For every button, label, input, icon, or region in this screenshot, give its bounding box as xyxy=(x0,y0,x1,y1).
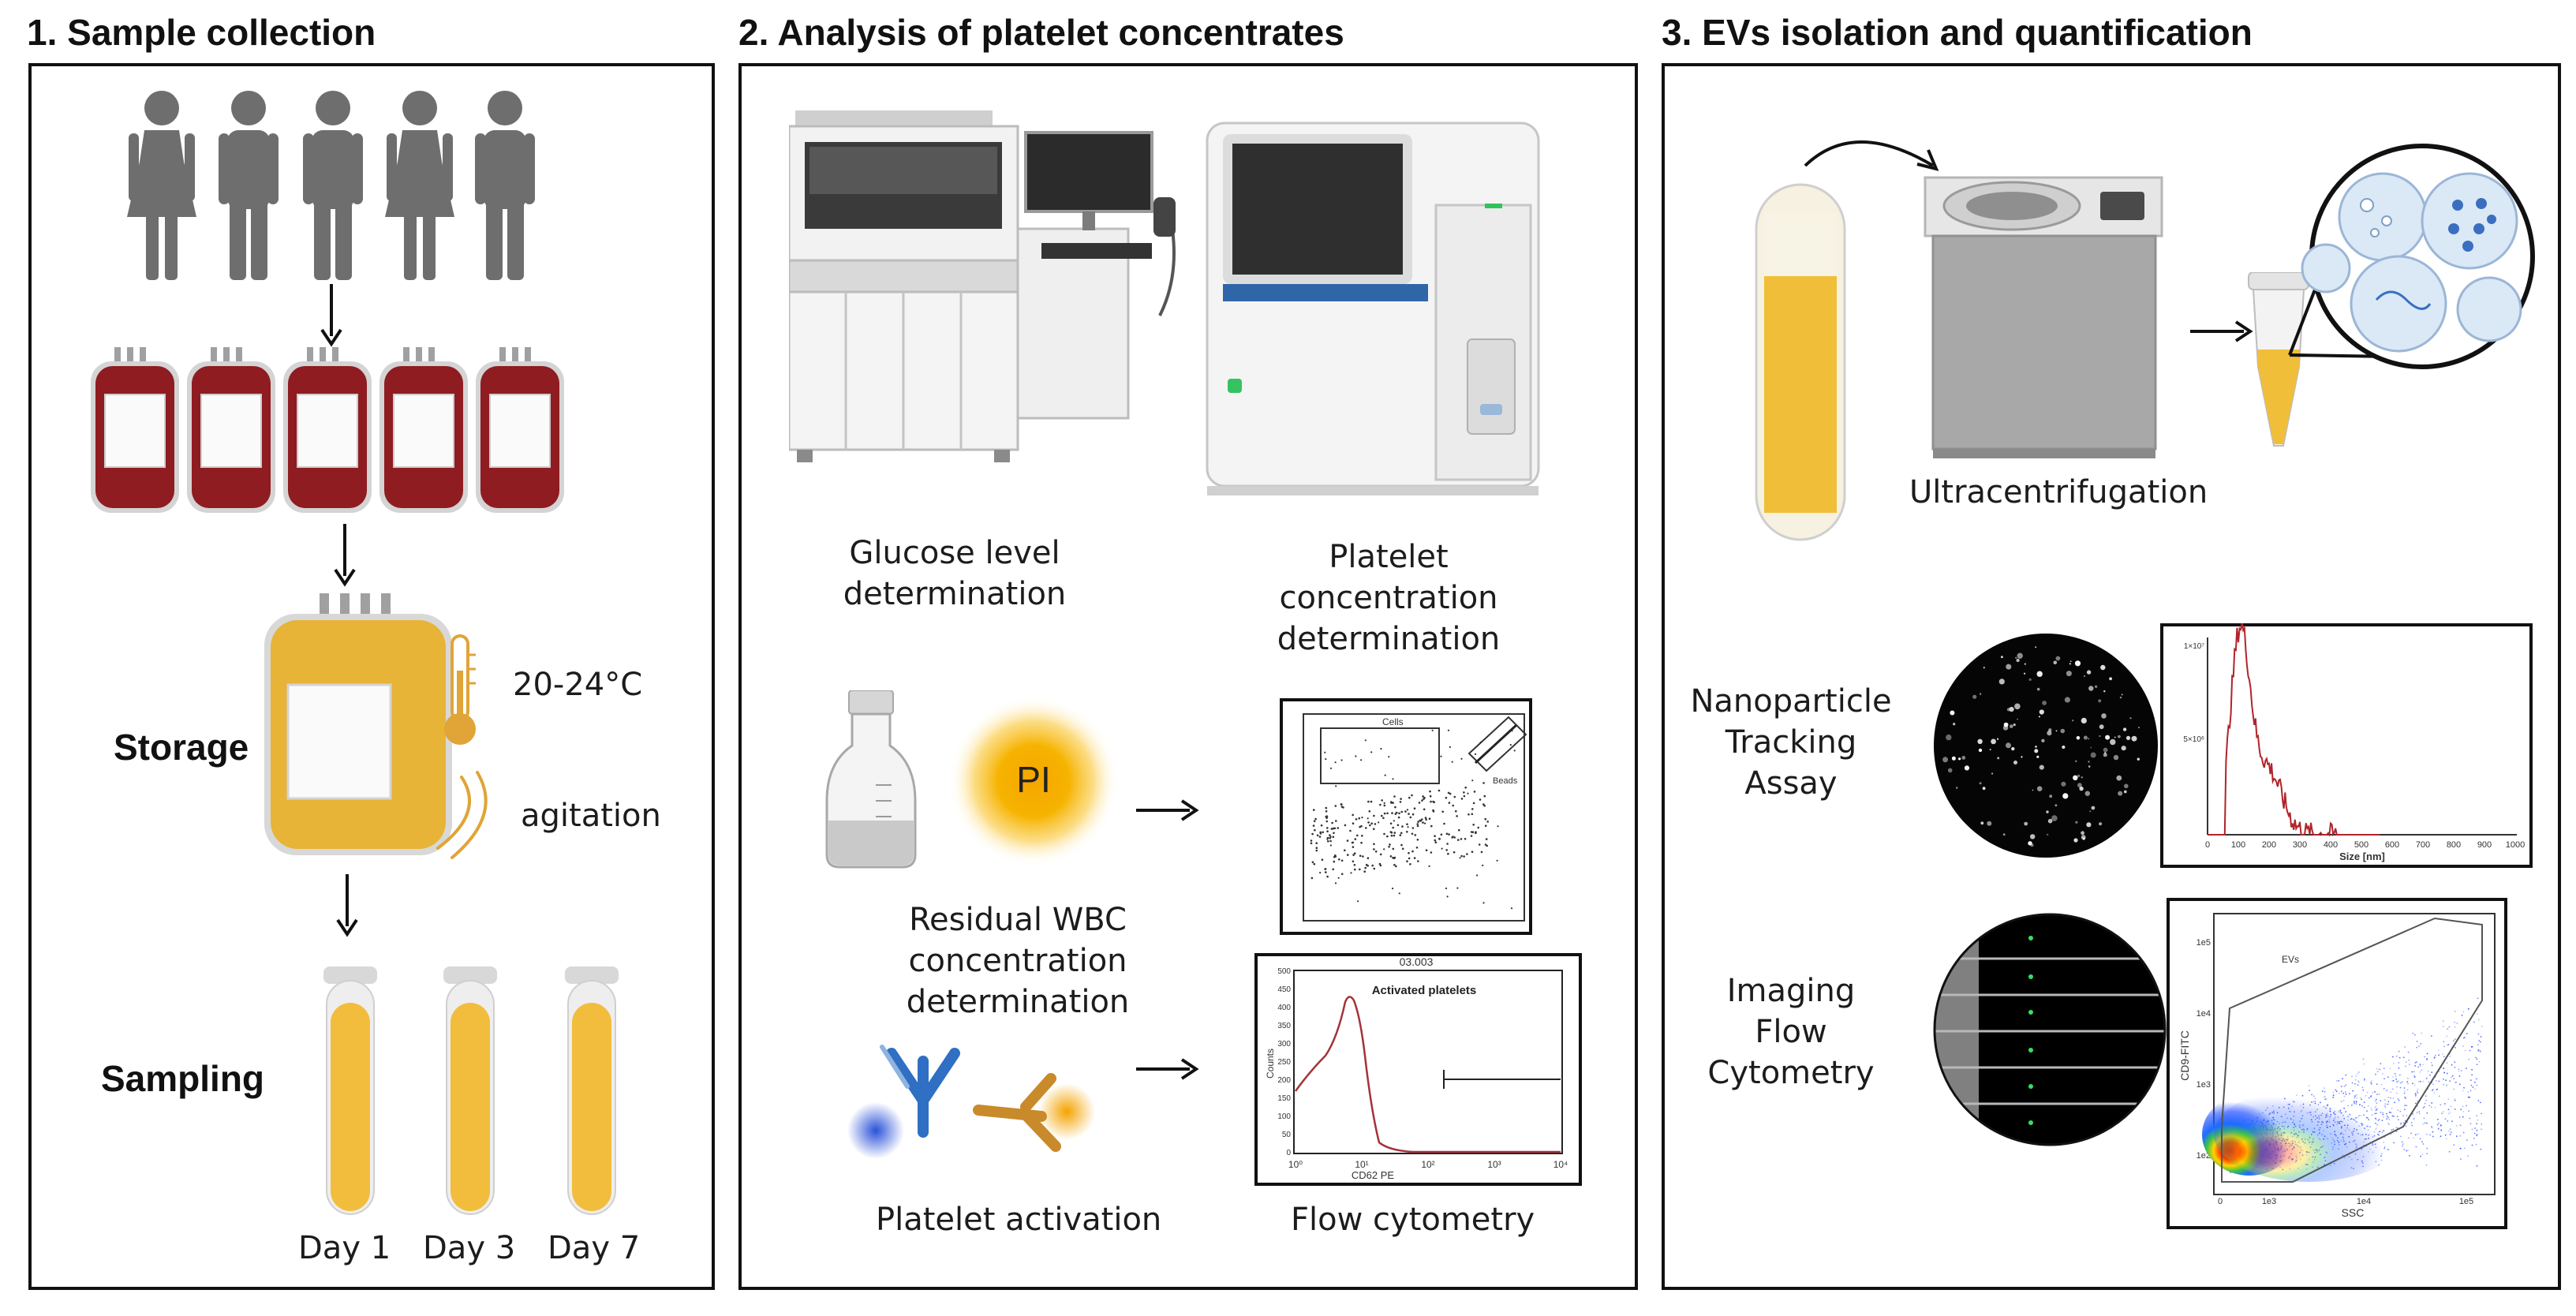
nta-xtick: 700 xyxy=(2416,840,2430,850)
histogram-xlabel: CD62 PE xyxy=(1352,1169,1395,1181)
eppendorf-tube-icon xyxy=(2248,272,2309,447)
ultracentrifugation-label: Ultracentrifugation xyxy=(1909,474,2208,510)
agitation-icon xyxy=(436,771,488,859)
histogram-ytick: 400 xyxy=(1277,1004,1291,1012)
panel-title-evs: 3. EVs isolation and quantification xyxy=(1662,12,2253,53)
histogram-xtick: 10² xyxy=(1421,1159,1434,1170)
ifc-ytick: 1e2 xyxy=(2197,1151,2211,1161)
histogram-ytick: 450 xyxy=(1277,985,1291,994)
pi-text: PI xyxy=(1016,759,1050,800)
antibodies-icon xyxy=(847,1045,1095,1159)
arrow-down-icon xyxy=(320,284,342,347)
platelet-activation-label: Platelet activation xyxy=(876,1202,1162,1238)
histogram-sample-id: 03.003 xyxy=(1400,955,1434,968)
arrow-right-icon xyxy=(1136,799,1199,821)
nta-xtick: 100 xyxy=(2231,840,2245,850)
culture-flask-icon xyxy=(825,690,917,869)
activation-histogram: 03.003 Activated platelets Counts CD62 P… xyxy=(1254,953,1582,1186)
ifc-xtick: 1e3 xyxy=(2262,1197,2276,1206)
ifc-ytick: 1e5 xyxy=(2197,938,2211,948)
ifc-xtick: 1e5 xyxy=(2459,1197,2473,1206)
histogram-ytick: 50 xyxy=(1282,1131,1292,1139)
thermometer-icon xyxy=(444,634,476,745)
panel-title-analysis: 2. Analysis of platelet concentrates xyxy=(738,12,1344,53)
sample-tubes-icon xyxy=(323,966,619,1215)
ifc-xlabel: SSC xyxy=(2342,1206,2365,1219)
day-1-label: Day 1 xyxy=(298,1230,391,1266)
nta-size-distribution-chart: 0 100 200 300 400 500 600 700 800 900 1000 1×10⁷ 5×… xyxy=(2160,623,2533,868)
donors-icon xyxy=(127,91,535,280)
nta-xtick: 600 xyxy=(2385,840,2399,850)
histogram-ytick: 150 xyxy=(1277,1094,1291,1103)
ev-zoom-icon xyxy=(2288,144,2535,369)
nta-label: Nanoparticle Tracking Assay xyxy=(1690,683,1892,802)
wbc-scatter-plot: Cells Beads xyxy=(1280,698,1532,935)
nta-xtick: 900 xyxy=(2477,840,2492,850)
ifc-density-plot: CD9-FITC SSC EVs 0 1e3 1e4 1e5 1e5 1e4 1e3 1e2 xyxy=(2167,898,2507,1229)
ifc-image xyxy=(1933,913,2167,1146)
histogram-ytick: 350 xyxy=(1277,1022,1291,1030)
day-7-label: Day 7 xyxy=(548,1230,641,1266)
nta-microscopy-image xyxy=(1934,634,2158,858)
ifc-xtick: 0 xyxy=(2218,1197,2223,1206)
histogram-ytick: 300 xyxy=(1277,1040,1291,1049)
histogram-ytick: 0 xyxy=(1286,1149,1291,1157)
ifc-ytick: 1e4 xyxy=(2197,1009,2211,1019)
ifc-label: Imaging Flow Cytometry xyxy=(1707,973,1875,1091)
storage-label: Storage xyxy=(114,727,249,768)
cells-gate-label: Cells xyxy=(1382,716,1404,727)
histogram-xtick: 10³ xyxy=(1487,1159,1501,1170)
arrow-right-icon xyxy=(2190,320,2253,342)
histogram-xtick: 10¹ xyxy=(1355,1159,1368,1170)
histogram-ytick: 500 xyxy=(1277,967,1291,976)
sampling-label: Sampling xyxy=(101,1058,265,1099)
platelet-bag-icon xyxy=(264,593,452,855)
agitation-label: agitation xyxy=(521,798,661,834)
ifc-ylabel: CD9-FITC xyxy=(2178,1030,2191,1081)
ifc-gate-label: EVs xyxy=(2282,954,2299,965)
ultracentrifuge-icon xyxy=(1924,176,2163,458)
histogram-ytick: 200 xyxy=(1277,1076,1291,1085)
histogram-ytick: 100 xyxy=(1277,1112,1291,1121)
histogram-ytick: 250 xyxy=(1277,1058,1291,1067)
nta-xtick: 300 xyxy=(2293,840,2307,850)
flow-cytometry-label: Flow cytometry xyxy=(1291,1202,1535,1238)
transfer-arrow-icon xyxy=(1804,140,1939,171)
histogram-title: Activated platelets xyxy=(1372,984,1477,997)
nta-xtick: 400 xyxy=(2324,840,2338,850)
arrow-right-icon xyxy=(1136,1058,1199,1080)
temperature-label: 20-24°C xyxy=(513,667,643,703)
day-3-label: Day 3 xyxy=(423,1230,516,1266)
ifc-xtick: 1e4 xyxy=(2357,1197,2371,1206)
plasma-tube-icon xyxy=(1755,183,1846,541)
nta-ytick: 5×10⁶ xyxy=(2183,735,2204,744)
wbc-label: Residual WBC concentration determination xyxy=(906,902,1130,1020)
nta-xtick: 500 xyxy=(2354,840,2368,850)
nta-xtick: 1000 xyxy=(2506,840,2525,850)
glucose-label: Glucose level determination xyxy=(843,535,1067,612)
platelet-concentration-label: Platelet concentration determination xyxy=(1277,539,1501,657)
beads-gate-label: Beads xyxy=(1493,776,1518,786)
platelet-counter-icon xyxy=(1206,122,1540,495)
ifc-ytick: 1e3 xyxy=(2197,1080,2211,1090)
arrow-down-icon xyxy=(334,524,356,587)
blood-bags-icon xyxy=(90,347,565,514)
histogram-ylabel: Counts xyxy=(1265,1049,1276,1079)
nta-xtick: 200 xyxy=(2262,840,2276,850)
arrow-down-icon xyxy=(336,874,358,937)
glucose-analyzer-icon xyxy=(789,110,1176,462)
histogram-xtick: 10⁴ xyxy=(1553,1159,1568,1170)
nta-ytick: 1×10⁷ xyxy=(2184,642,2205,651)
nta-xtick: 0 xyxy=(2205,840,2210,850)
panel-title-sample-collection: 1. Sample collection xyxy=(27,12,376,53)
nta-xtick: 800 xyxy=(2447,840,2461,850)
propidium-iodide-icon: PI xyxy=(948,696,1119,866)
nta-xlabel: Size [nm] xyxy=(2339,851,2385,862)
histogram-xtick: 10⁰ xyxy=(1288,1159,1303,1170)
